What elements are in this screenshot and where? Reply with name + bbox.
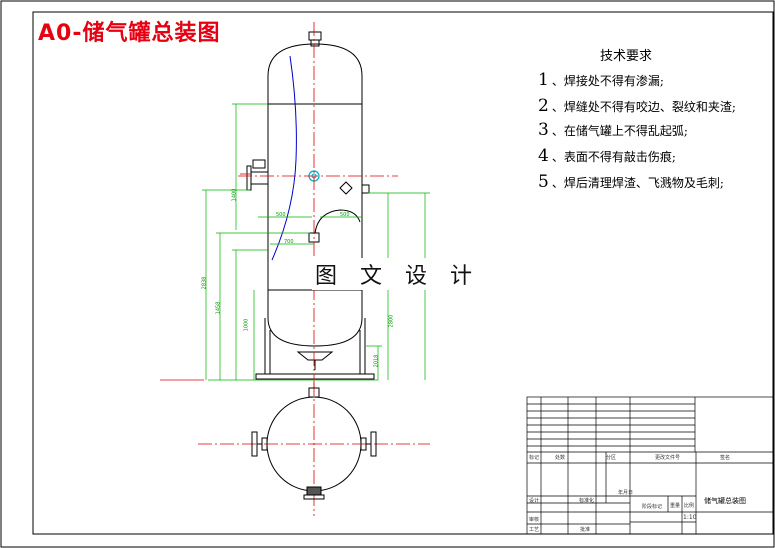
tb-label: 审核 [529,517,540,523]
title-block [526,396,774,535]
dimension-label: 2838 [201,276,208,290]
requirements-heading: 技术要求 [600,49,653,64]
dimension-label: 700 [284,239,294,245]
tb-label: 更改文件号 [655,455,681,461]
tb-label: 批准 [580,527,591,533]
tb-label: 标准化 [579,498,595,504]
dimension-label: 500 [276,212,286,218]
tb-label: 签名 [720,455,731,461]
dimension-label: 2018 [373,354,380,368]
requirement-item: 5、焊后清理焊渣、飞溅物及毛刺; [538,172,724,192]
tb-label: 分区 [606,455,617,461]
tb-label: 标记 [529,455,540,461]
tank-front-view [246,31,375,380]
tb-scale: 1:10 [683,514,697,521]
watermark-text: 图 文 设 计 [312,258,483,290]
requirement-item: 1、焊接处不得有渗漏; [538,70,664,90]
dimension-label: 1458 [215,301,222,315]
tb-drawing-name: 储气罐总装图 [704,497,746,505]
tb-label: 处数 [555,455,566,461]
requirement-item: 2、焊缝处不得有咬边、裂纹和夹渣; [538,96,736,116]
tb-label: 重量 [670,503,681,509]
requirement-item: 4、表面不得有敲击伤痕; [538,146,676,166]
inner-baffle [271,55,297,261]
dimension-lines [202,103,430,381]
dimension-label: 1400 [231,188,238,202]
tb-label: 年月日 [618,490,634,496]
drawing-title: A0-储气罐总装图 [38,21,221,46]
tank-top-view [251,387,377,500]
dimension-label: 2800 [388,314,395,328]
dimension-label: 500 [340,212,350,218]
dimension-label: 1000 [243,318,250,332]
tb-label: 阶段标记 [642,504,663,510]
requirement-item: 3、在储气罐上不得乱起弧; [538,120,688,140]
tb-label: 工艺 [529,527,540,533]
tb-label: 比例 [684,503,695,509]
tb-label: 设计 [529,498,540,504]
